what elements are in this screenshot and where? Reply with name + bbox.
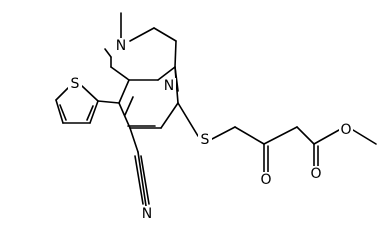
bond (137, 151, 147, 207)
atom-s-thiophene: S (68, 76, 82, 93)
bond (174, 40, 177, 68)
bond (296, 126, 315, 145)
bond (140, 155, 150, 205)
bond (234, 126, 265, 145)
bond (174, 66, 179, 92)
bond (59, 104, 67, 121)
atom-o-ester: O (339, 122, 353, 139)
svg-text:O: O (260, 172, 271, 188)
bond (134, 155, 144, 205)
bond (86, 105, 94, 121)
bond (157, 66, 176, 81)
bond (104, 48, 112, 58)
bond (55, 99, 64, 124)
bond (129, 27, 155, 42)
bond (160, 102, 179, 129)
bond (211, 126, 236, 140)
atom-o-ketone: O (259, 172, 273, 189)
bond (352, 129, 377, 145)
atom-n-methyl: N (114, 38, 128, 55)
atom-o-carbonyl: O (309, 166, 323, 183)
bond (118, 79, 130, 104)
svg-text:S: S (71, 76, 80, 92)
bond (129, 127, 139, 153)
svg-text:N: N (164, 78, 174, 94)
atom-n-nitrile: N (140, 206, 154, 223)
svg-text:S: S (201, 132, 210, 148)
atom-s-thioether: S (198, 132, 212, 149)
bond (89, 100, 99, 124)
bond (55, 87, 69, 101)
bond (153, 27, 177, 42)
molecule-structure: N N S S O O O N (55, 12, 377, 223)
svg-text:N: N (116, 38, 126, 54)
bond (263, 126, 298, 145)
svg-text:O: O (310, 166, 321, 182)
bond (124, 96, 134, 116)
atom-n-ring: N (162, 78, 176, 95)
svg-text:O: O (340, 122, 351, 138)
svg-text:N: N (142, 206, 152, 222)
bond (177, 102, 199, 137)
bond (97, 100, 120, 104)
bond (313, 129, 340, 145)
atom-labels: N N S S O O O N (68, 38, 353, 223)
bond (81, 85, 99, 102)
bond-set (55, 12, 377, 207)
bond (110, 66, 130, 81)
